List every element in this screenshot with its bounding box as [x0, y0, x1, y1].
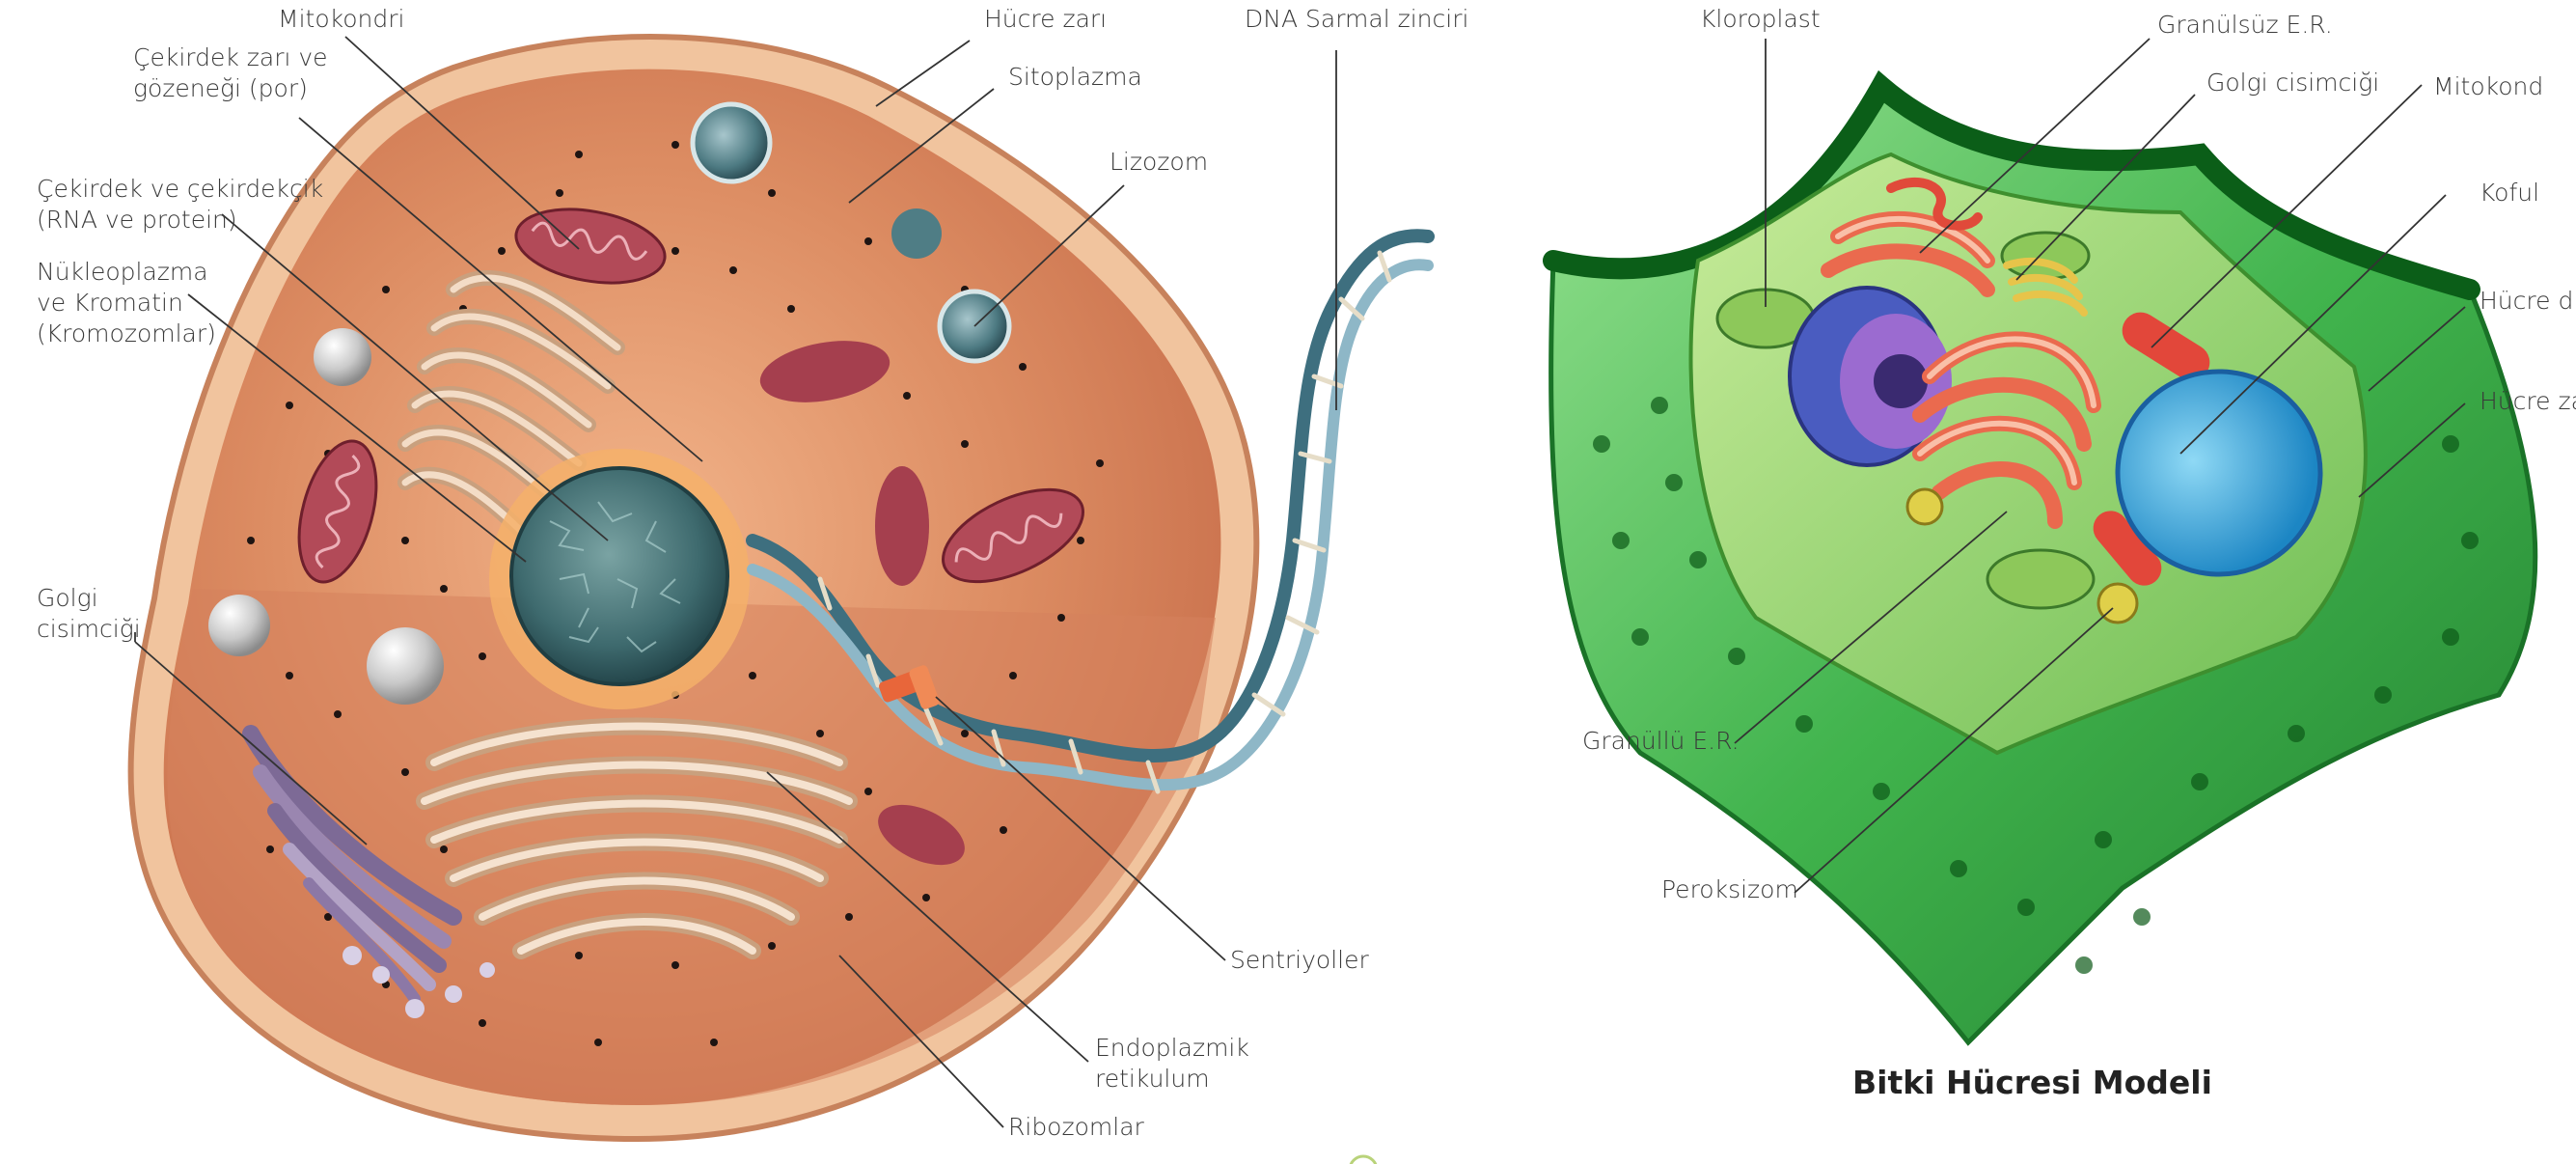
label-mitokondri-plant: Mitokond — [2433, 71, 2543, 102]
label-granullu-er: Granüllü E.R. — [1582, 726, 1740, 757]
label-cekirdek-cekirdekcik: Çekirdek ve çekirdekçik (RNA ve protein) — [37, 174, 323, 236]
label-ribozomlar: Ribozomlar — [1008, 1112, 1144, 1143]
label-peroksizom: Peroksizom — [1661, 874, 1798, 905]
label-hucre-zari-plant: Hücre za — [2480, 386, 2576, 417]
label-nukleoplazma-line3: (Kromozomlar) — [37, 319, 216, 349]
label-cekirdek-zari: Çekirdek zarı ve gözeneği (por) — [133, 42, 328, 104]
page-corner-mark — [1350, 1156, 1377, 1164]
label-nukleoplazma-line1: Nükleoplazma — [37, 257, 216, 288]
mitochondrion — [875, 466, 929, 586]
label-cekirdek-zari-line1: Çekirdek zarı ve — [133, 42, 328, 73]
label-granulsuz-er: Granülsüz E.R. — [2157, 10, 2333, 41]
vesicle — [367, 627, 444, 705]
label-golgi-animal: Golgi cisimciği — [37, 583, 141, 645]
nucleoplasm — [511, 468, 727, 684]
label-endoplazmik-retikulum: Endoplazmik retikulum — [1095, 1033, 1249, 1095]
vesicle — [314, 328, 371, 386]
label-hucre-duvari: Hücre du — [2480, 286, 2576, 317]
label-golgi-plant: Golgi cisimciği — [2206, 68, 2379, 98]
label-er-line2: retikulum — [1095, 1064, 1249, 1095]
vesicle — [208, 595, 270, 656]
lysosome — [891, 208, 942, 259]
chloroplast — [2002, 233, 2089, 279]
label-lizozom: Lizozom — [1110, 147, 1208, 178]
label-sentriyoller: Sentriyoller — [1230, 945, 1369, 976]
label-kloroplast: Kloroplast — [1700, 4, 1821, 35]
label-cekirdekcik-line1: Çekirdek ve çekirdekçik — [37, 174, 323, 205]
label-mitokondri: Mitokondri — [278, 4, 404, 35]
lysosome — [693, 104, 770, 181]
label-er-line1: Endoplazmik — [1095, 1033, 1249, 1064]
label-golgi-animal-line1: Golgi — [37, 583, 141, 614]
label-nukleoplazma-line2: ve Kromatin — [37, 288, 216, 319]
label-hucre-zari: Hücre zarı — [984, 4, 1107, 35]
label-nukleoplazma: Nükleoplazma ve Kromatin (Kromozomlar) — [37, 257, 216, 349]
label-dna-sarmal: DNA Sarmal zinciri — [1245, 4, 1468, 35]
label-cekirdekcik-line2: (RNA ve protein) — [37, 205, 323, 236]
nucleus — [489, 449, 750, 709]
label-koful: Koful — [2480, 178, 2539, 208]
label-cekirdek-zari-line2: gözeneği (por) — [133, 73, 328, 104]
label-golgi-animal-line2: cisimciği — [37, 614, 141, 645]
plant-cell-caption: Bitki Hücresi Modeli — [1852, 1064, 2212, 1101]
label-sitoplazma: Sitoplazma — [1008, 62, 1142, 93]
peroxisome — [1907, 489, 1942, 524]
chloroplast — [1987, 550, 2094, 608]
